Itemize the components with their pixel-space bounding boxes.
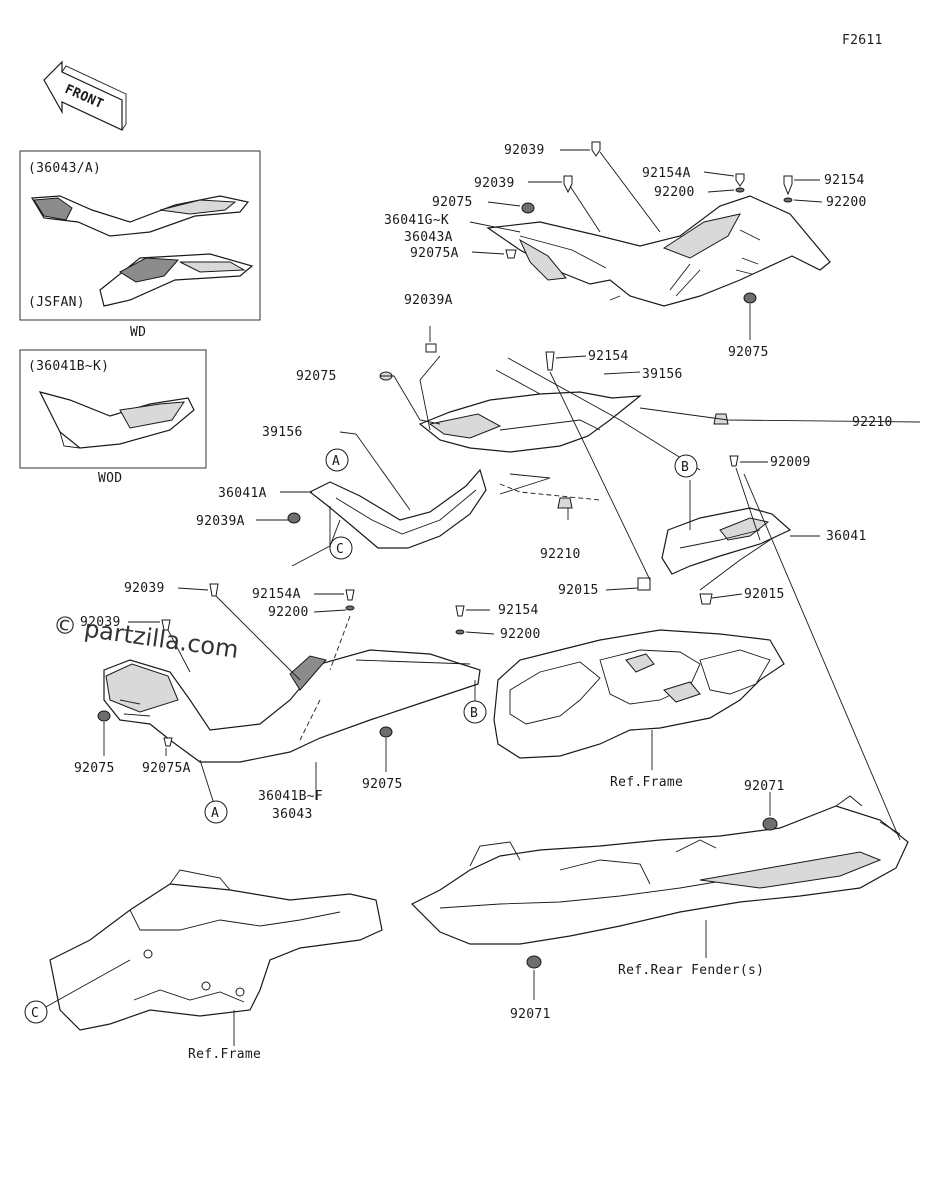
svg-text:A: A xyxy=(211,806,219,821)
part-label: 36041G~K xyxy=(384,213,449,228)
svg-text:B: B xyxy=(470,706,478,721)
callout-c-bottom: C xyxy=(24,1000,48,1024)
part-label: 92210 xyxy=(852,415,893,430)
lower-seat-cowl xyxy=(103,649,481,763)
part-label: Ref.Frame xyxy=(610,775,683,790)
callout-a-bottom: A xyxy=(204,800,228,824)
part-label: 92154A xyxy=(252,587,301,602)
inset-wd-sub: (JSFAN) xyxy=(28,295,85,310)
inset-wd-title: (36043/A) xyxy=(28,161,101,176)
ref-rear-fender xyxy=(410,795,909,945)
part-label: 92039A xyxy=(196,514,245,529)
callout-b-right: B xyxy=(674,454,698,478)
callout-b-mid: B xyxy=(463,680,487,724)
part-label: Ref.Rear Fender(s) xyxy=(618,963,764,978)
part-label: 92154 xyxy=(588,349,629,364)
part-label: 92039 xyxy=(474,176,515,191)
part-label: 92154A xyxy=(642,166,691,181)
part-label: 36043A xyxy=(404,230,453,245)
part-label: 36041A xyxy=(218,486,267,501)
svg-text:C: C xyxy=(31,1006,39,1021)
part-label: 92071 xyxy=(744,779,785,794)
callout-a-top: A xyxy=(325,448,349,472)
part-label: 92200 xyxy=(654,185,695,200)
part-label: 92015 xyxy=(558,583,599,598)
part-label: 92075 xyxy=(296,369,337,384)
part-label: 92075A xyxy=(410,246,459,261)
inset-wd-caption: WD xyxy=(130,325,146,340)
figure-code: F2611 xyxy=(842,33,883,48)
part-label: Ref.Frame xyxy=(188,1047,261,1062)
part-label: 92039 xyxy=(124,581,165,596)
watermark: © partzilla.com xyxy=(51,610,240,664)
part-label: 92154 xyxy=(824,173,865,188)
part-label: 36043 xyxy=(272,807,313,822)
part-label: 39156 xyxy=(642,367,683,382)
part-label: 36041B~F xyxy=(258,789,323,804)
part-label: 36041 xyxy=(826,529,867,544)
center-seat-cowl xyxy=(418,391,642,453)
upper-seat-cowl xyxy=(486,195,831,307)
ref-frame-bottom xyxy=(49,869,383,1031)
part-label: 92015 xyxy=(744,587,785,602)
part-label: 92039 xyxy=(80,615,121,630)
ref-frame-middle xyxy=(493,629,785,759)
inset-box-wd: (36043/A) (JSFAN) WD xyxy=(19,150,261,340)
part-label: 92075A xyxy=(142,761,191,776)
part-label: 92210 xyxy=(540,547,581,562)
side-piece-36041a xyxy=(308,468,487,549)
callout-c-top: C xyxy=(291,506,353,567)
part-label: 92071 xyxy=(510,1007,551,1022)
svg-text:C: C xyxy=(336,542,344,557)
part-labels: 92039 92039 92075 36041G~K 36043A 92075A… xyxy=(74,143,893,1062)
inset-box-wod: (36041B~K) WOD xyxy=(19,349,207,486)
part-label: 92075 xyxy=(728,345,769,360)
part-label: 92039 xyxy=(504,143,545,158)
front-arrow-icon: FRONT xyxy=(43,60,127,131)
part-label: 92039A xyxy=(404,293,453,308)
part-label: 39156 xyxy=(262,425,303,440)
svg-text:A: A xyxy=(332,454,340,469)
part-label: 92200 xyxy=(826,195,867,210)
side-piece-36041 xyxy=(661,507,792,575)
inset-wod-caption: WOD xyxy=(98,471,122,486)
part-label: 92075 xyxy=(362,777,403,792)
inset-wod-title: (36041B~K) xyxy=(28,359,109,374)
part-label: 92154 xyxy=(498,603,539,618)
part-label: 92075 xyxy=(74,761,115,776)
leader-lines xyxy=(43,149,921,1046)
part-label: 92075 xyxy=(432,195,473,210)
part-label: 92200 xyxy=(268,605,309,620)
svg-text:B: B xyxy=(681,460,689,475)
part-label: 92200 xyxy=(500,627,541,642)
part-label: 92009 xyxy=(770,455,811,470)
